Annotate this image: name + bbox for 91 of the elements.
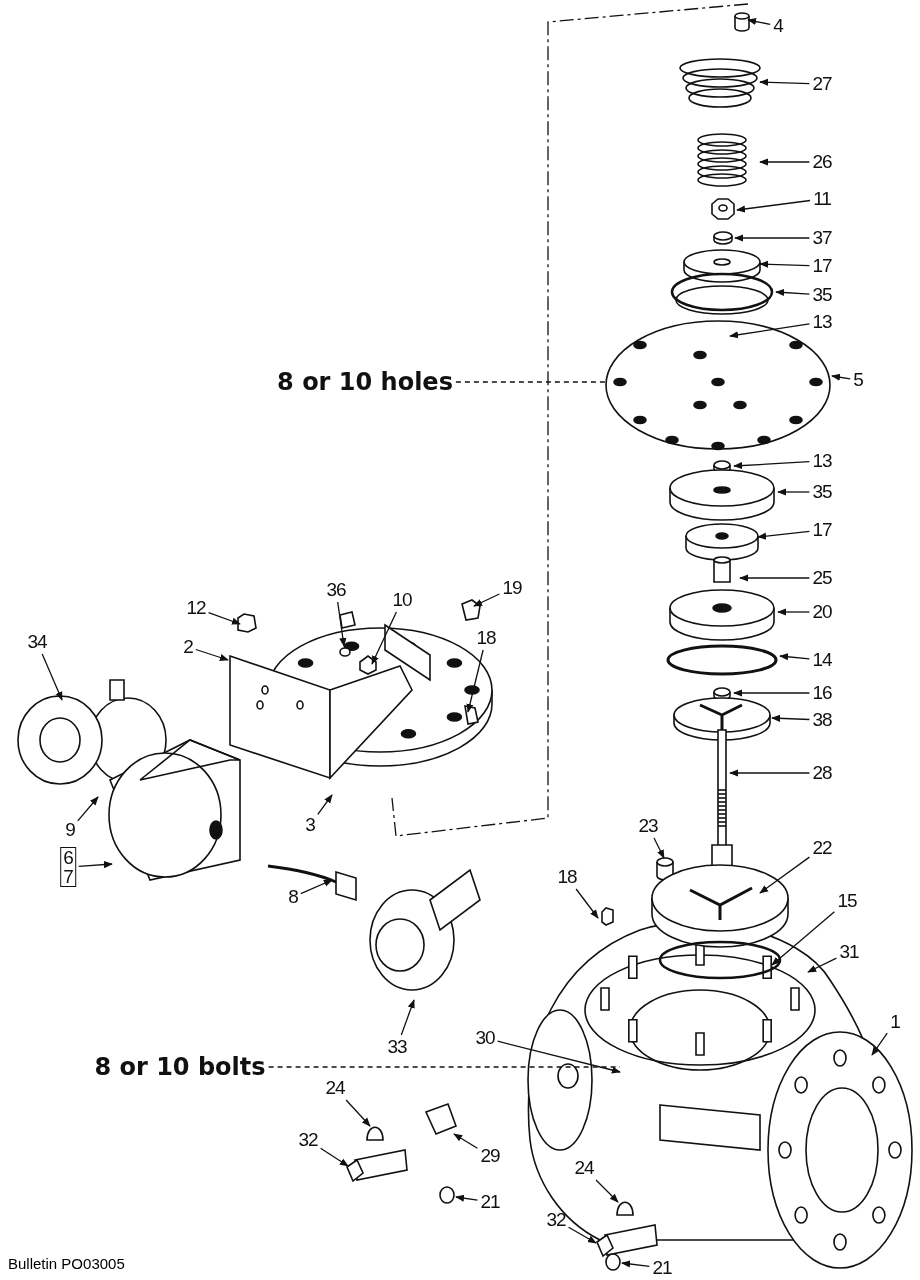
callout-number: 11 <box>813 189 831 209</box>
leader-line <box>739 574 811 582</box>
callout-number: 38 <box>812 710 832 730</box>
leader-line <box>78 860 113 869</box>
leader-line <box>455 1194 479 1202</box>
callout-number: 33 <box>387 1037 407 1057</box>
leader-line <box>777 488 811 496</box>
callout-number: 10 <box>392 590 412 610</box>
leader-line <box>319 1147 349 1167</box>
leader-line <box>757 530 811 540</box>
leader-line <box>777 608 811 616</box>
callout-number: 21 <box>480 1192 500 1212</box>
leader-line <box>759 856 811 894</box>
callout-number: 20 <box>812 602 832 622</box>
callout-number: 18 <box>476 628 496 648</box>
callout-number: 2 <box>183 637 193 657</box>
callout-number: 28 <box>812 763 832 783</box>
leader-line <box>455 381 607 383</box>
callout-number: 13 <box>812 312 832 332</box>
leader-line <box>736 199 811 213</box>
callout-number: 19 <box>502 578 522 598</box>
leader-line <box>473 593 501 607</box>
callout-number: 32 <box>546 1210 566 1230</box>
leader-line <box>653 837 665 859</box>
leader-line <box>317 794 333 816</box>
callout-number: 18 <box>557 867 577 887</box>
leader-line <box>775 288 811 297</box>
callout-number: 13 <box>812 451 832 471</box>
callout-number: 22 <box>812 838 832 858</box>
leader-line <box>466 649 484 713</box>
callout-number: 35 <box>812 482 832 502</box>
callout-number: 24 <box>325 1078 345 1098</box>
leader-line <box>300 879 333 895</box>
callout-number: 35 <box>812 285 832 305</box>
leader-line <box>779 653 811 661</box>
leader-line <box>345 1099 371 1127</box>
leader-line <box>729 323 811 339</box>
callout-number: 32 <box>298 1130 318 1150</box>
callout-number: 16 <box>812 683 832 703</box>
leader-line <box>207 611 241 625</box>
bulletin-number: Bulletin PO03005 <box>8 1255 125 1272</box>
leader-line <box>759 78 811 86</box>
leader-line <box>195 648 229 661</box>
callout-number: 36 <box>326 580 346 600</box>
leader-line <box>733 461 811 470</box>
leader-line <box>733 689 811 697</box>
callout-number: 5 <box>853 370 863 390</box>
callout-number: 31 <box>839 942 859 962</box>
leader-line <box>496 1040 621 1074</box>
callout-number: 25 <box>812 568 832 588</box>
leader-line <box>831 373 851 381</box>
callout-number: 17 <box>812 520 832 540</box>
leader-line <box>771 714 811 722</box>
callout-number: 4 <box>773 16 783 36</box>
callout-number: 27 <box>812 74 832 94</box>
callout-number: 1 <box>890 1012 900 1032</box>
callout-number: 21 <box>652 1258 672 1278</box>
callout-number: 34 <box>27 632 47 652</box>
callout-number: 17 <box>812 256 832 276</box>
callout-number: 3 <box>305 815 315 835</box>
callout-number: 14 <box>812 650 832 670</box>
callout-number: 9 <box>65 820 75 840</box>
leader-line <box>747 18 771 26</box>
leader-line <box>759 260 811 268</box>
leader-line <box>734 234 811 242</box>
leader-line <box>77 796 99 822</box>
callout-number: 23 <box>638 816 658 836</box>
leader-line <box>400 999 415 1036</box>
callout-number: 37 <box>812 228 832 248</box>
callout-number-box: 6 7 <box>60 847 76 887</box>
leader-line <box>771 911 836 966</box>
leader-line <box>729 769 811 777</box>
callout-number: 15 <box>837 891 857 911</box>
leader-line <box>759 158 811 166</box>
leader-line <box>871 1032 888 1056</box>
callout-number: 12 <box>186 598 206 618</box>
leader-line <box>621 1260 651 1268</box>
callout-number: 26 <box>812 152 832 172</box>
leader-line <box>337 601 347 647</box>
leader-line <box>453 1133 479 1149</box>
note-text: 8 or 10 bolts <box>94 1053 266 1081</box>
callout-number: 30 <box>475 1028 495 1048</box>
leader-line <box>567 1226 597 1244</box>
leader-line <box>575 888 599 919</box>
callout-number: 24 <box>574 1158 594 1178</box>
leader-line <box>41 653 63 701</box>
note-text: 8 or 10 holes <box>277 368 453 396</box>
leader-line <box>807 957 838 973</box>
callout-number: 8 <box>288 887 298 907</box>
leader-line <box>595 1179 619 1203</box>
callout-number: 29 <box>480 1146 500 1166</box>
